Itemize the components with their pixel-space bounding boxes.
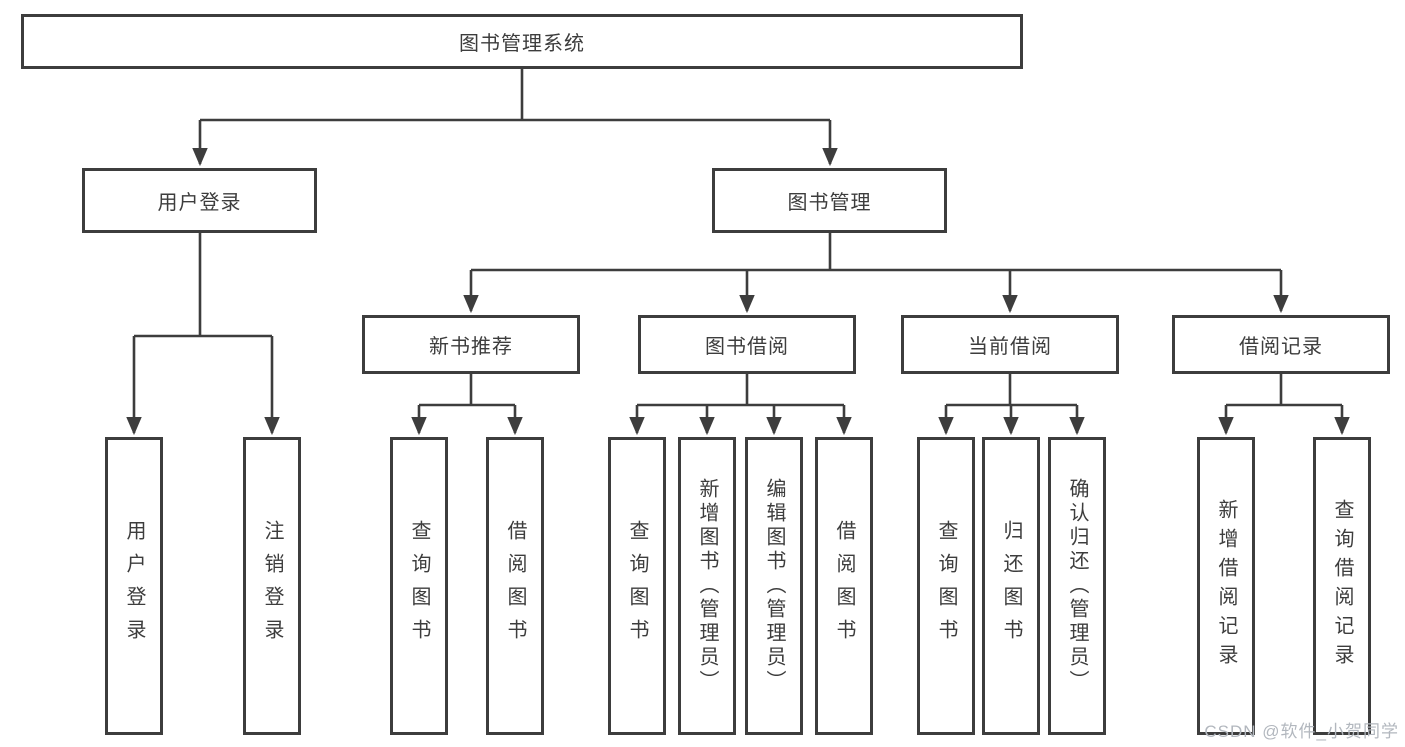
leaf-query-borrow-record: 查询借阅记录 <box>1313 437 1371 735</box>
leaf-return-books: 归还图书 <box>982 437 1040 735</box>
node-label: 借阅记录 <box>1239 336 1323 358</box>
node-current-borrow: 当前借阅 <box>901 315 1119 374</box>
node-label: 借阅图书 <box>504 520 526 652</box>
node-book-borrow: 图书借阅 <box>638 315 856 374</box>
node-new-book-rec: 新书推荐 <box>362 315 580 374</box>
leaf-logout: 注销登录 <box>243 437 301 735</box>
connector-current-borrow <box>938 374 1085 436</box>
node-label: 新增借阅记录 <box>1215 499 1237 673</box>
node-label: 当前借阅 <box>968 336 1052 358</box>
leaf-user-login: 用户登录 <box>105 437 163 735</box>
leaf-confirm-return-admin: 确认归还（管理员） <box>1048 437 1106 735</box>
node-user-login: 用户登录 <box>82 168 317 233</box>
node-label: 新书推荐 <box>429 336 513 358</box>
connector-new-book-rec <box>411 374 523 436</box>
leaf-query-books-3: 查询图书 <box>917 437 975 735</box>
watermark: CSDN @软件_小贺同学 <box>1204 722 1399 741</box>
node-label: 用户登录 <box>123 520 145 652</box>
connector-user-login <box>126 233 280 436</box>
leaf-borrow-books-1: 借阅图书 <box>486 437 544 735</box>
node-label: 用户登录 <box>157 192 242 214</box>
node-book-mgmt: 图书管理 <box>712 168 947 233</box>
connector-book-borrow <box>629 374 852 436</box>
node-borrow-records: 借阅记录 <box>1172 315 1390 374</box>
node-label: 借阅图书 <box>833 520 855 652</box>
node-label: 编辑图书（管理员） <box>763 478 785 694</box>
node-label: 确认归还（管理员） <box>1066 478 1088 694</box>
leaf-add-borrow-record: 新增借阅记录 <box>1197 437 1255 735</box>
node-label: 归还图书 <box>1000 520 1022 652</box>
node-label: 查询图书 <box>935 520 957 652</box>
node-label: 查询借阅记录 <box>1331 499 1353 673</box>
node-label: 图书管理系统 <box>459 33 585 55</box>
node-label: 查询图书 <box>408 520 430 652</box>
node-label: 注销登录 <box>261 520 283 652</box>
leaf-add-book-admin: 新增图书（管理员） <box>678 437 736 735</box>
leaf-query-books-2: 查询图书 <box>608 437 666 735</box>
connector-borrow-records <box>1218 374 1350 436</box>
leaf-query-books-1: 查询图书 <box>390 437 448 735</box>
node-label: 图书管理 <box>787 192 872 214</box>
leaf-borrow-books-2: 借阅图书 <box>815 437 873 735</box>
connector-book-mgmt <box>463 233 1289 314</box>
node-system-root: 图书管理系统 <box>21 14 1023 69</box>
node-label: 新增图书（管理员） <box>696 478 718 694</box>
node-label: 查询图书 <box>626 520 648 652</box>
connector-root <box>192 69 838 167</box>
node-label: 图书借阅 <box>705 336 789 358</box>
leaf-edit-book-admin: 编辑图书（管理员） <box>745 437 803 735</box>
